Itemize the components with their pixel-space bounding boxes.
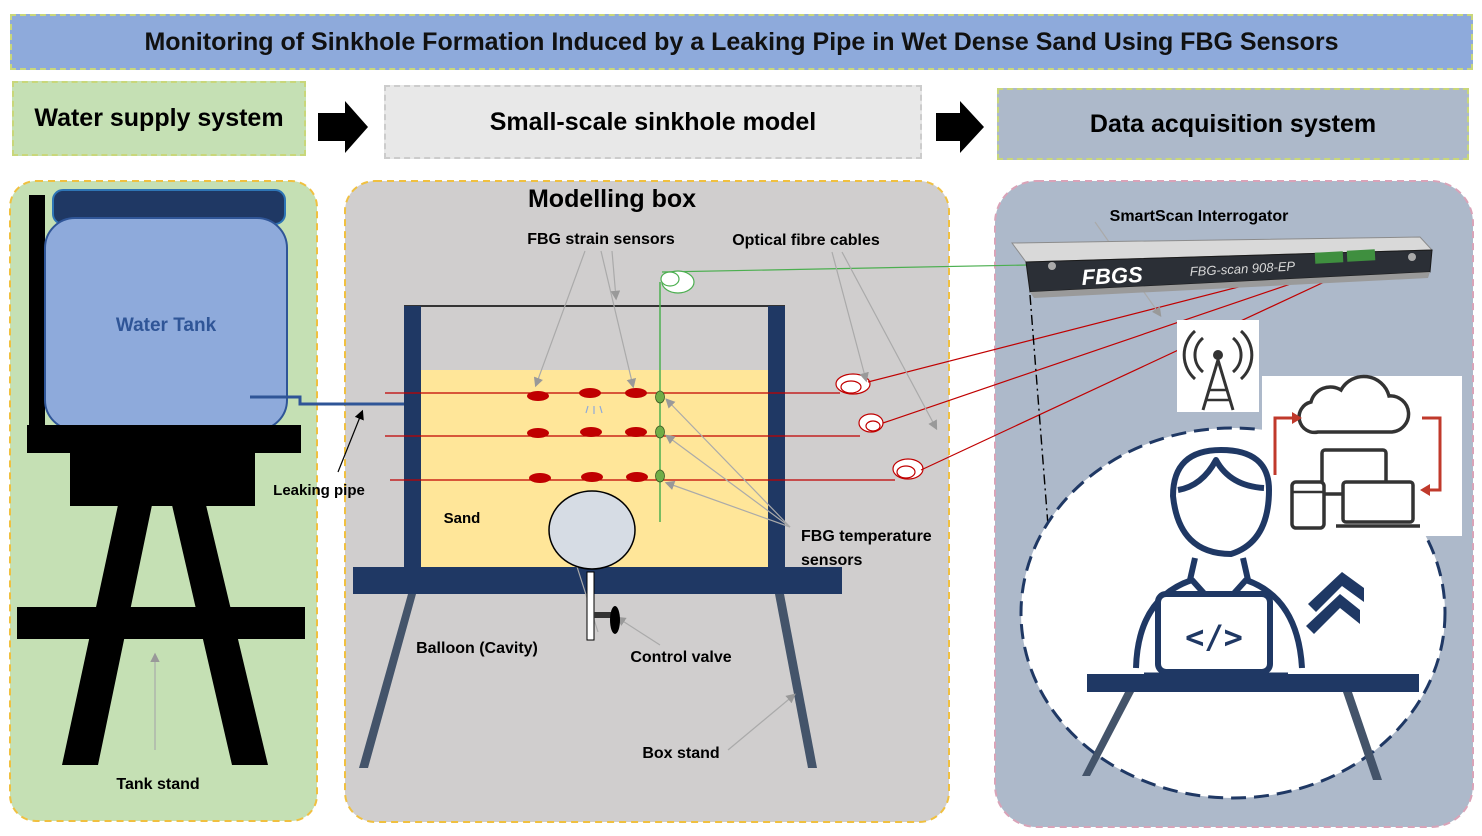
- strain-sensor: [581, 472, 603, 482]
- leaking-pipe-pointer: [337, 409, 364, 473]
- fibre-to-interrogator: [661, 264, 1029, 273]
- temperature-sensor: [655, 390, 665, 404]
- fibre-cables-label: Optical fibre cables: [732, 232, 880, 249]
- valve-pipe: [586, 571, 595, 641]
- strain-sensor: [580, 427, 602, 437]
- balloon-cavity: [548, 490, 636, 570]
- diagram-title: Monitoring of Sinkhole Formation Induced…: [10, 14, 1473, 70]
- desk-top: [1087, 674, 1419, 692]
- flow-arrow-2: [936, 101, 984, 153]
- cloud-devices-icon: [1262, 374, 1462, 536]
- strain-sensor: [529, 473, 551, 483]
- pointer-arrows: [533, 221, 1162, 751]
- fibre-coil-top: [660, 270, 695, 294]
- strain-sensor: [626, 472, 648, 482]
- control-valve: [610, 606, 620, 634]
- temperature-sensors: [655, 390, 665, 483]
- operator-person-icon: [1133, 447, 1305, 669]
- temperature-sensor: [655, 425, 665, 439]
- balloon-label: Balloon (Cavity): [416, 640, 538, 657]
- box-base: [353, 567, 842, 594]
- control-valve-label: Control valve: [630, 649, 731, 666]
- desk-leg-left: [1082, 692, 1134, 776]
- leaking-pipe-label: Leaking pipe: [273, 482, 365, 499]
- temp-sensors-label-2: sensors: [801, 552, 862, 569]
- strain-sensor: [625, 388, 647, 398]
- strain-sensors-label: FBG strain sensors: [527, 231, 675, 248]
- strain-sensor: [625, 427, 647, 437]
- sand-label: Sand: [444, 510, 481, 527]
- strain-sensors: [527, 388, 648, 483]
- leak-drips: [585, 405, 603, 414]
- antenna-tower-icon: [1177, 320, 1259, 412]
- interrogator-label: SmartScan Interrogator: [1110, 208, 1289, 225]
- interrogator-device: [1011, 236, 1434, 298]
- chevron-up-icon: [1306, 572, 1364, 634]
- fibre-coils: [835, 373, 924, 480]
- tank-back-post: [29, 195, 45, 435]
- device-model: FBG-scan 908-EP: [1189, 258, 1295, 279]
- water-tank-label: Water Tank: [116, 315, 217, 336]
- strain-sensor: [527, 391, 549, 401]
- header-sinkhole-model: Small-scale sinkhole model: [384, 85, 922, 159]
- code-icon: </>: [1185, 618, 1243, 656]
- brand-logo: FBGS: [1081, 262, 1144, 290]
- tank-stand-top: [27, 425, 301, 453]
- temp-sensors-label-1: FBG temperature: [801, 528, 932, 545]
- temperature-sensor: [655, 469, 665, 483]
- strain-sensor: [579, 388, 601, 398]
- valve-stem: [594, 612, 612, 618]
- desk-leg-right: [1343, 692, 1382, 780]
- tank-stand-crossbar: [17, 607, 305, 639]
- header-data-acquisition: Data acquisition system: [997, 88, 1469, 160]
- strain-sensor: [527, 428, 549, 438]
- header-water-supply: Water supply system: [12, 81, 306, 156]
- modelling-box-title: Modelling box: [528, 185, 696, 213]
- box-stand-leg-left: [359, 594, 416, 768]
- tank-stand-block: [70, 452, 255, 506]
- tank-stand-label: Tank stand: [116, 776, 199, 793]
- box-stand-leg-right: [775, 594, 817, 768]
- box-stand-label: Box stand: [642, 745, 719, 762]
- flow-arrow-1: [318, 101, 368, 153]
